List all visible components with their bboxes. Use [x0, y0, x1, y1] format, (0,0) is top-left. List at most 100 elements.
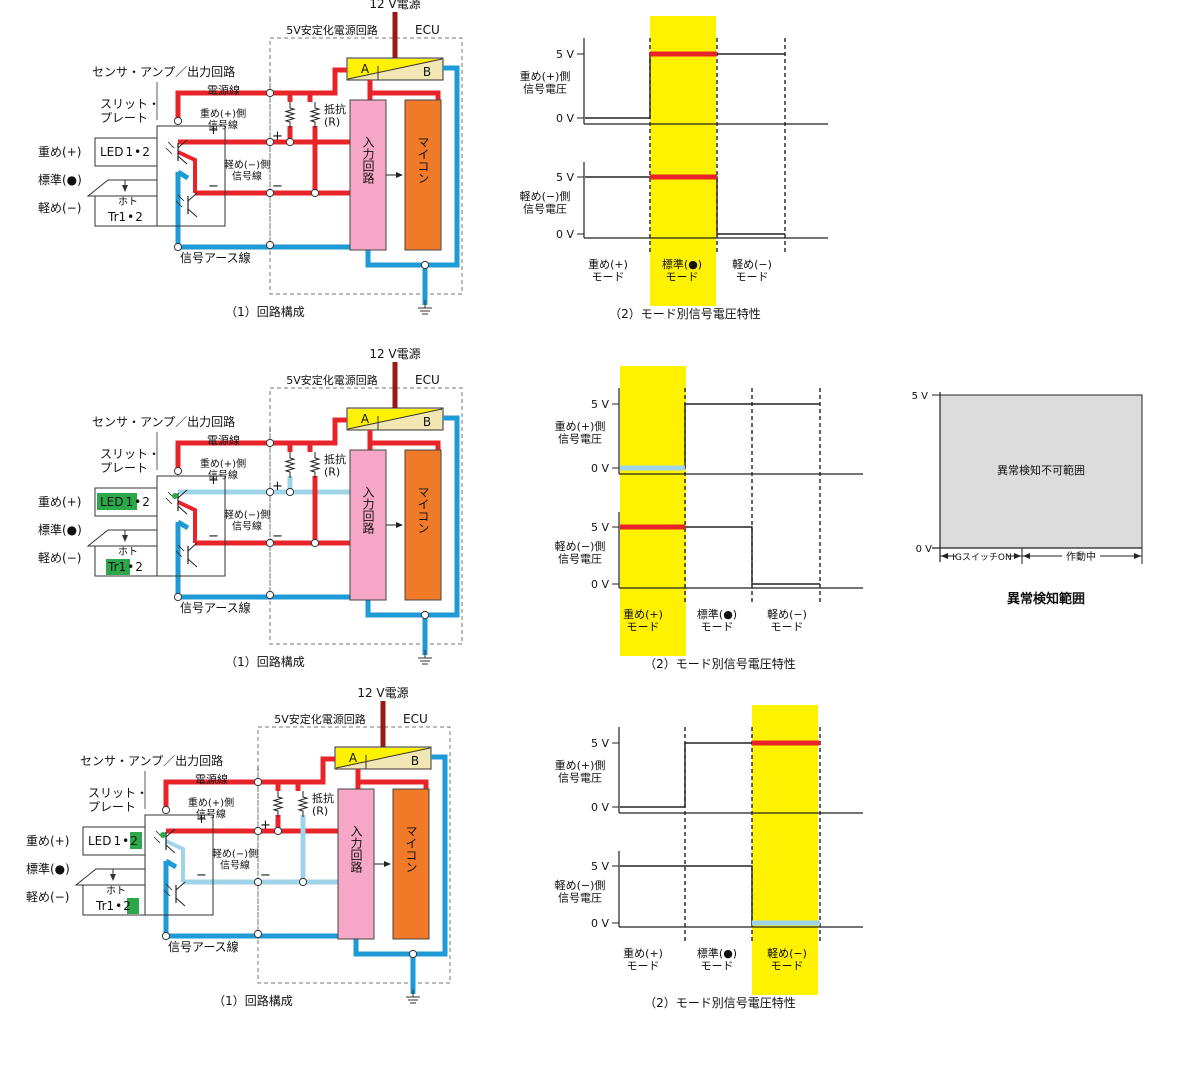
column-standard-label-line: 標準(●) — [697, 607, 737, 621]
regulator-label: 5V安定化電源回路 — [286, 23, 378, 37]
regulator-a-label: A — [349, 751, 358, 765]
label-0v-heavy: 0 V — [556, 112, 574, 125]
regulator-a-label: A — [361, 412, 370, 426]
input-circuit-box — [349, 449, 387, 601]
column-light-label-line: モード — [771, 960, 804, 973]
slit-arrow-head — [110, 874, 116, 881]
transistor-ground-wire — [176, 169, 190, 181]
light-arrow — [153, 836, 161, 844]
mcu-box — [392, 788, 430, 940]
voltage-chart-heavy-fault: 5 V0 V5 V0 V重め(+)側信号電圧軽め(−)側信号電圧重め(+)モード… — [555, 366, 863, 671]
column-standard-label-line: 標準(●) — [697, 946, 737, 960]
regulator-b-label: B — [423, 415, 431, 429]
heavy-voltage-label-line: 重め(+)側 — [555, 419, 606, 433]
tr-text: Tr — [107, 560, 119, 574]
resistor-symbol — [284, 102, 296, 128]
signal-ground-wire — [163, 861, 338, 939]
minus-sign: − — [196, 868, 207, 883]
minus-sign: − — [208, 529, 219, 544]
light-signal-label-line: 信号線 — [232, 520, 262, 533]
light-voltage-label-line: 信号電圧 — [523, 203, 567, 216]
light-arrow — [165, 883, 173, 891]
resistor-label: 抵抗(R) — [312, 791, 334, 818]
input-circuit-label: 入力回路 — [361, 136, 375, 185]
slit-plate-shape — [86, 179, 158, 197]
slit-plate-label: スリット・プレート — [100, 97, 160, 125]
circuit-caption: （1）回路構成 — [225, 654, 305, 669]
junction-node — [408, 949, 418, 959]
led-text: LED — [100, 495, 124, 509]
photo-tr-box — [94, 195, 158, 227]
sensor-amp-block — [156, 125, 226, 227]
transistor-emitter — [165, 844, 176, 854]
regulator-output-wire — [355, 769, 429, 789]
led-text: LED — [100, 145, 124, 159]
slit-plate-label: スリット・プレート — [100, 447, 160, 475]
led-box — [94, 137, 158, 167]
heavy-signal-label-line: 重め(+)側 — [200, 457, 246, 470]
heavy-voltage-label-line: 信号電圧 — [558, 433, 602, 446]
light-signal-label-line: 信号線 — [232, 170, 262, 183]
minus-sign: − — [272, 529, 283, 544]
column-light-label: 軽め(−)モード — [767, 947, 807, 973]
arrow-head — [396, 172, 403, 178]
signal-caption: （2）モード別信号電圧特性 — [609, 306, 761, 321]
heavy-signal-label: 重め(+)側信号線 — [188, 796, 234, 821]
column-standard-label-line: モード — [701, 960, 734, 973]
regulator-divider — [335, 747, 431, 769]
junction-node — [265, 590, 275, 600]
minus-sign: − — [208, 179, 219, 194]
circuit-caption: （1）回路構成 — [213, 993, 293, 1008]
label-5v-light: 5 V — [556, 171, 574, 184]
green-marker — [160, 832, 166, 838]
signal-caption: （2）モード別信号電圧特性 — [644, 995, 796, 1010]
heavy-signal-label-line: 信号線 — [208, 119, 238, 132]
arrow-head — [396, 522, 403, 528]
mode-light-label: 軽め(−) — [26, 890, 69, 904]
signal-ground-wire — [175, 522, 350, 600]
plus-sign: + — [196, 812, 207, 827]
resistor-symbol — [309, 102, 321, 128]
label-0v-heavy: 0 V — [591, 462, 609, 475]
label-0v-heavy: 0 V — [591, 801, 609, 814]
plus-sign: + — [208, 473, 219, 488]
heavy-signal-label-line: 重め(+)側 — [200, 107, 246, 120]
led-sep: • — [122, 834, 129, 848]
label-0v-light: 0 V — [556, 228, 574, 241]
heavy-voltage-label: 重め(+)側信号電圧 — [520, 69, 571, 96]
resistor-symbol — [309, 452, 321, 478]
minus-sign: − — [260, 868, 271, 883]
photo-transistor — [163, 881, 186, 907]
plus-sign: + — [208, 123, 219, 138]
transistor-collector — [177, 489, 188, 499]
signal-ground-label: 信号アース線 — [168, 939, 239, 954]
mode-heavy-label: 重め(+) — [38, 495, 81, 509]
column-heavy-label-line: モード — [592, 271, 625, 284]
column-standard-label: 標準(●)モード — [697, 607, 737, 634]
junction-node — [173, 242, 183, 252]
junction-node — [265, 88, 275, 98]
junction-node — [253, 929, 263, 939]
transistor-emitter — [187, 558, 198, 568]
led-num2: 2 — [130, 834, 138, 848]
heavy-voltage-label-line: 信号電圧 — [523, 83, 567, 96]
led-num1: 1 — [126, 145, 134, 159]
transistor-emitter — [177, 155, 188, 165]
column-standard-label-line: モード — [701, 621, 734, 634]
column-light-label: 軽め(−)モード — [767, 608, 807, 634]
junction-node — [420, 260, 430, 270]
tr-sep: • — [127, 560, 134, 574]
junction-node — [285, 487, 295, 497]
transistor-emitter — [177, 505, 188, 515]
label-5v-heavy: 5 V — [556, 48, 574, 61]
led-green-highlight — [97, 493, 137, 510]
resistor-label-line: (R) — [312, 805, 328, 818]
power-wire — [163, 756, 335, 810]
photo-transistor — [153, 828, 176, 854]
mcu-box — [404, 449, 442, 601]
column-heavy-label-line: 重め(+) — [588, 257, 628, 271]
column-heavy-label: 重め(+)モード — [623, 607, 663, 634]
light-signal-label: 軽め(−)側信号線 — [224, 508, 270, 533]
